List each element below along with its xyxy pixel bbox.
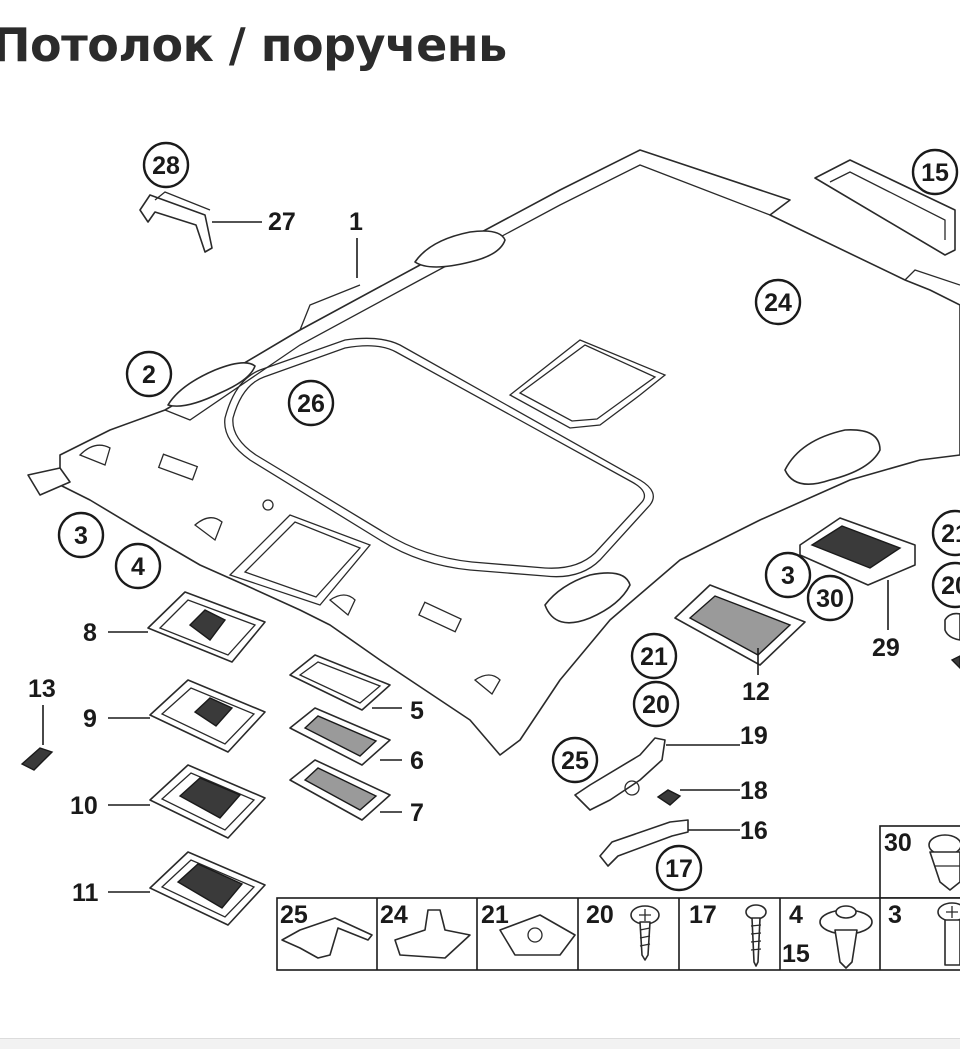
leader-lines bbox=[42, 221, 889, 893]
callout-2: 2 bbox=[125, 350, 173, 398]
table-cell-label-17: 17 bbox=[689, 901, 717, 929]
callout-20-mid: 20 bbox=[632, 680, 680, 728]
fastener-24-clip bbox=[394, 909, 471, 959]
callout-25: 25 bbox=[551, 736, 599, 784]
table-cell-label-4: 4 bbox=[789, 901, 803, 929]
label-7: 7 bbox=[410, 799, 424, 827]
label-11: 11 bbox=[72, 879, 99, 907]
table-cell-label-15: 15 bbox=[782, 940, 810, 968]
fasteners-table: 25 24 21 20 17 4 15 3 30 bbox=[276, 825, 960, 971]
label-6: 6 bbox=[410, 747, 424, 775]
svg-text:3: 3 bbox=[74, 522, 88, 550]
callout-21-mid: 21 bbox=[630, 632, 678, 680]
table-cell-label-30: 30 bbox=[884, 829, 912, 857]
svg-text:24: 24 bbox=[764, 289, 792, 317]
bracket-19 bbox=[574, 737, 666, 811]
fastener-17-screw bbox=[745, 904, 767, 967]
svg-text:17: 17 bbox=[665, 855, 693, 883]
label-19: 19 bbox=[740, 722, 768, 750]
table-cell-label-3: 3 bbox=[888, 901, 902, 929]
clip-right bbox=[944, 612, 960, 669]
label-1: 1 bbox=[349, 208, 363, 236]
label-9: 9 bbox=[83, 705, 97, 733]
fastener-25-bracket bbox=[281, 917, 373, 959]
fastener-3-screw bbox=[937, 902, 960, 966]
cover-5 bbox=[289, 654, 391, 711]
console-8 bbox=[147, 591, 266, 663]
svg-text:15: 15 bbox=[921, 159, 949, 187]
svg-text:21: 21 bbox=[640, 643, 668, 671]
label-16: 16 bbox=[740, 817, 768, 845]
console-10 bbox=[149, 764, 266, 839]
svg-text:4: 4 bbox=[131, 553, 145, 581]
callout-30: 30 bbox=[806, 574, 854, 622]
svg-text:26: 26 bbox=[297, 390, 325, 418]
svg-text:3: 3 bbox=[781, 562, 795, 590]
label-8: 8 bbox=[83, 619, 97, 647]
grab-handle-front bbox=[139, 191, 213, 253]
callout-28: 28 bbox=[142, 141, 190, 189]
fastener-30-clip bbox=[928, 834, 960, 891]
table-cell-label-25: 25 bbox=[280, 901, 308, 929]
svg-text:20: 20 bbox=[941, 572, 960, 600]
label-13: 13 bbox=[28, 675, 56, 703]
fastener-4-clip bbox=[819, 905, 873, 969]
label-27: 27 bbox=[268, 208, 296, 236]
callout-20-right: 20 bbox=[931, 561, 960, 609]
callout-21-right: 21 bbox=[931, 509, 960, 557]
clip-13 bbox=[20, 747, 54, 771]
svg-text:21: 21 bbox=[941, 520, 960, 548]
callout-3-left: 3 bbox=[57, 511, 105, 559]
page-title: Потолок / поручень bbox=[0, 18, 507, 72]
label-10: 10 bbox=[70, 792, 98, 820]
callout-17: 17 bbox=[655, 844, 703, 892]
callout-15: 15 bbox=[911, 148, 959, 196]
svg-text:30: 30 bbox=[816, 585, 844, 613]
callout-26: 26 bbox=[287, 379, 335, 427]
fastener-21-nut bbox=[499, 914, 576, 956]
console-11 bbox=[149, 851, 266, 926]
svg-text:20: 20 bbox=[642, 691, 670, 719]
callout-4: 4 bbox=[114, 542, 162, 590]
table-cell-label-20: 20 bbox=[586, 901, 614, 929]
table-cell-label-24: 24 bbox=[380, 901, 408, 929]
headliner-panel bbox=[27, 149, 960, 756]
console-9 bbox=[149, 679, 266, 753]
grab-handle-16 bbox=[599, 819, 689, 867]
control-unit-29 bbox=[799, 517, 916, 586]
svg-text:25: 25 bbox=[561, 747, 589, 775]
page-bottom-strip bbox=[0, 1038, 960, 1049]
label-5: 5 bbox=[410, 697, 424, 725]
interior-light-12 bbox=[674, 584, 806, 666]
table-cell-label-21: 21 bbox=[481, 901, 509, 929]
svg-text:2: 2 bbox=[142, 361, 156, 389]
cover-7 bbox=[289, 759, 391, 821]
cover-6 bbox=[289, 707, 391, 766]
callout-24: 24 bbox=[754, 278, 802, 326]
label-18: 18 bbox=[740, 777, 768, 805]
label-29: 29 bbox=[872, 634, 900, 662]
svg-text:28: 28 bbox=[152, 152, 180, 180]
fastener-20-screw bbox=[630, 905, 660, 961]
label-12: 12 bbox=[742, 678, 770, 706]
callout-3-right: 3 bbox=[764, 551, 812, 599]
clip-18 bbox=[656, 789, 682, 806]
